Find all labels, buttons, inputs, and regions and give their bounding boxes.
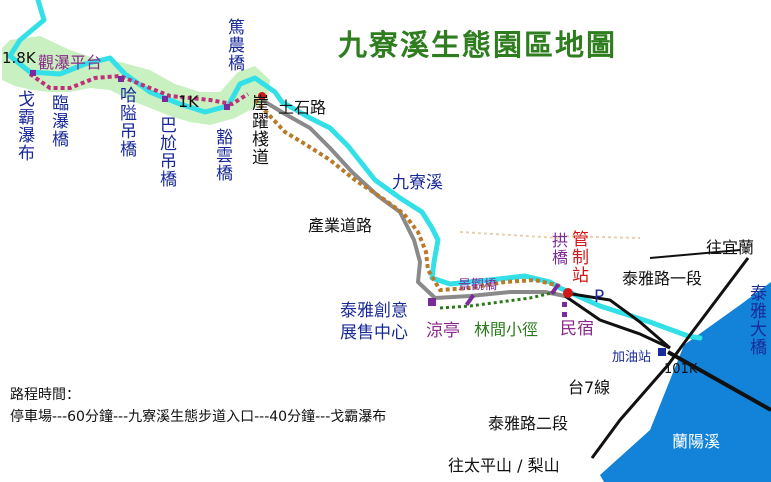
industry-road-label: 產業道路 [308, 216, 373, 235]
forest-trail-label: 林間小徑 [474, 320, 539, 339]
station-marker [563, 288, 573, 298]
huo-yun-bridge-label: 豁雲橋 [212, 128, 232, 182]
ha-long-marker [118, 76, 124, 82]
stream-label: 九寮溪 [392, 173, 443, 193]
gong-bridge-label: 拱橋 [549, 232, 568, 266]
gas-station-marker [658, 348, 666, 356]
dirt-road-marker [258, 92, 266, 100]
lanyang-river-label: 蘭陽溪 [672, 432, 721, 451]
lanyang-river-area [600, 282, 771, 482]
highway-7-label: 台7線 [568, 378, 611, 397]
jiuliao-stream [7, 0, 703, 341]
taiya-bridge-line [667, 350, 771, 412]
jingguan-marker [464, 293, 476, 307]
pavilion-label: 涼亭 [426, 321, 460, 341]
falls-trail-line [28, 72, 250, 107]
station-label: 管制站 [568, 230, 588, 284]
distance-1-8k: 1.8K [2, 49, 36, 67]
homestay-marker-2 [562, 312, 567, 317]
local-road-lines [564, 292, 671, 350]
to-yilan-label: 往宜蘭 [706, 238, 755, 257]
homestay-marker [562, 302, 567, 307]
jingguan-bridge-label: 景觀橋 [458, 278, 498, 293]
highway-7-line [590, 257, 750, 459]
ha-long-bridge-label: 哈隘吊橋 [116, 86, 136, 158]
ba-wang-marker [162, 96, 168, 102]
map-title: 九寮溪生態園區地圖 [338, 28, 618, 62]
legend-heading: 路程時間： [10, 387, 80, 403]
gas-station-label: 加油站 [612, 350, 652, 365]
parking-label: P [594, 287, 605, 307]
travel-time-legend: 路程時間： 停車場---60分鐘---九寮溪生態步道入口---40分鐘---戈霸… [10, 384, 386, 428]
platform-marker [30, 70, 36, 76]
legend-route: 停車場---60分鐘---九寮溪生態步道入口---40分鐘---戈霸瀑布 [10, 409, 387, 425]
taiya-road-1-label: 泰雅路一段 [622, 269, 703, 288]
ba-wang-bridge-label: 巴尬吊橋 [156, 116, 176, 188]
faint-trail-line [459, 231, 641, 239]
forest-trail-line [439, 290, 557, 310]
craft-center-marker [428, 298, 436, 306]
craft-center-label: 泰雅創意展售中心 [340, 301, 408, 343]
gong-bridge-marker [549, 282, 561, 296]
platform-label: 觀瀑平台 [38, 53, 103, 72]
huo-yun-marker [224, 104, 230, 110]
dirt-road-label: 土石路 [278, 98, 327, 117]
cliff-trail-line [253, 98, 561, 293]
homestay-label: 民宿 [560, 319, 594, 339]
taiya-bridge-label: 泰雅大橋 [746, 284, 766, 356]
lin-pu-bridge-label: 臨瀑橋 [48, 94, 68, 148]
industry-road-line [260, 98, 566, 300]
du-nong-bridge-label: 篤農橋 [224, 18, 244, 72]
distance-1k: 1K [178, 92, 199, 111]
cliff-trail-label: 崖躍棧道 [248, 94, 268, 166]
distance-101k: 101K [664, 362, 698, 377]
ge-ba-falls-label: 戈霸瀑布 [14, 90, 34, 162]
to-taipingshan-label: 往太平山 / 梨山 [448, 456, 560, 475]
taiya-road-2-label: 泰雅路二段 [488, 414, 569, 433]
taiya-road-1-line [649, 249, 741, 259]
